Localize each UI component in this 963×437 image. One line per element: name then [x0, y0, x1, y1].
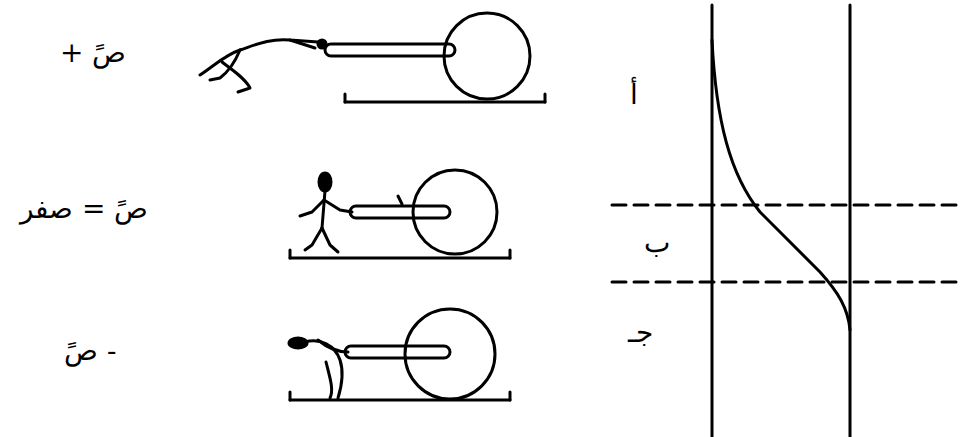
acceleration-label: صً = صفر: [18, 194, 150, 225]
pushing-figure: [200, 13, 545, 102]
region-label: ب: [642, 228, 672, 259]
region-label: جـ: [626, 318, 655, 349]
acceleration-label: صً -: [62, 336, 118, 367]
acceleration-label: + صً: [58, 38, 128, 69]
region-label: أ: [628, 80, 640, 111]
fallen-figure: [289, 309, 510, 400]
velocity-graph: [612, 5, 963, 437]
walking-figure: [290, 170, 510, 258]
